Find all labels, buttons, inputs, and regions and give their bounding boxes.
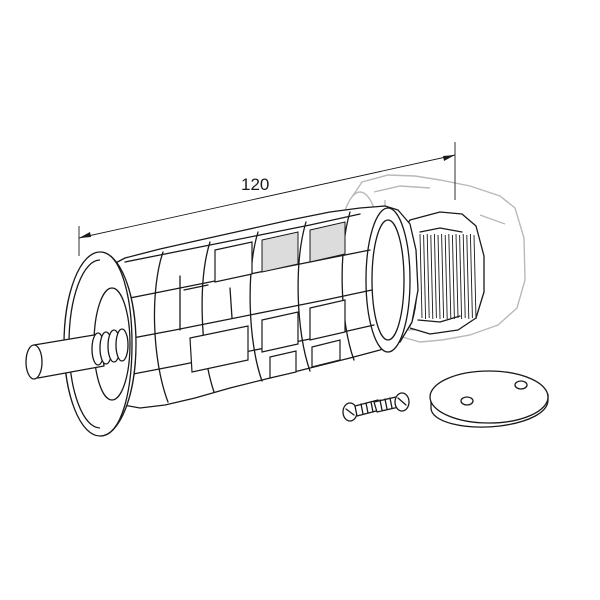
dimension-label: 120: [241, 175, 269, 194]
knurl-ridge: [455, 233, 459, 319]
knurl-ridge: [444, 234, 448, 320]
screw: [342, 399, 381, 422]
knurl-ridge: [423, 234, 427, 320]
knurl-ridge: [430, 234, 434, 320]
knurl-ridge: [433, 233, 437, 319]
dimension-120: 120: [78, 142, 456, 256]
shaft: [25, 328, 129, 380]
knurl-ridge: [441, 233, 445, 319]
knurl-ridge: [451, 234, 455, 320]
knurl-ridge: [466, 234, 470, 320]
knurl-ridge: [419, 233, 423, 319]
disc-cover: [429, 370, 549, 428]
knurl-ridge: [448, 233, 452, 319]
knurl-ridge: [437, 234, 441, 320]
knurl-ridge: [462, 233, 466, 319]
knurl-ridge: [459, 234, 463, 320]
knurl-ridge: [469, 233, 473, 319]
knurl-ridge: [426, 233, 430, 319]
screw: [373, 392, 410, 413]
knurl-ridge: [473, 234, 477, 320]
knurl-ridges: [419, 233, 477, 320]
cage-body: [99, 205, 419, 409]
